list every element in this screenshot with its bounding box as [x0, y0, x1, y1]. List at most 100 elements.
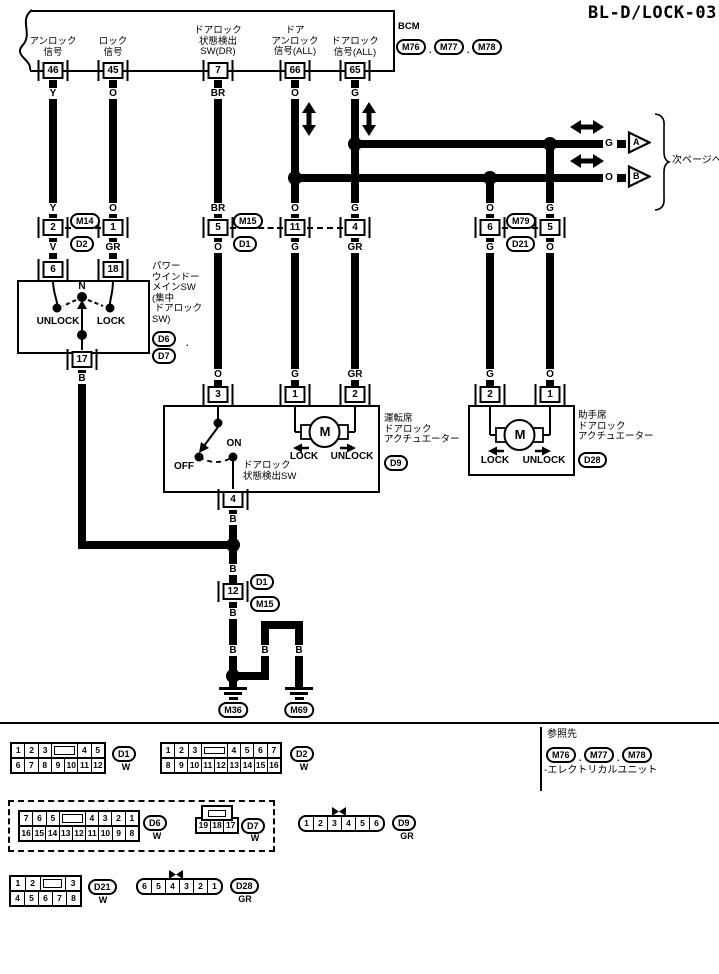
pin-46: 46: [37, 60, 69, 81]
wire-color-label: O: [289, 203, 301, 214]
wire-color-label: B: [76, 373, 88, 384]
separator-dot: .: [429, 45, 432, 55]
connector-color: W: [121, 762, 131, 772]
wire: [291, 238, 299, 386]
connector-ref-m76: M76: [546, 747, 576, 763]
pin-3-actuator: 3: [202, 384, 234, 405]
connector-ref-d28: D28: [578, 452, 607, 468]
connector-ref-d1: D1: [250, 574, 274, 590]
pin-1-actuator: 1: [279, 384, 311, 405]
switch-position-n: N: [78, 281, 86, 292]
connector-ref-d6: D6: [143, 815, 167, 831]
connector-key: [201, 805, 233, 821]
pin-7: 7: [202, 60, 234, 81]
bcm-pin-label: ロック 信号: [98, 36, 128, 58]
driver-actuator-internals: [194, 405, 356, 489]
ground-icon: [219, 687, 247, 702]
separator-dot: .: [186, 338, 189, 348]
bcm-pin-label: ドア アンロック 信号(ALL): [271, 25, 319, 57]
wire-color-label: O: [212, 369, 224, 380]
reference-note: -エレクトリカルユニット: [544, 765, 658, 776]
next-page-label: 次ページへ: [672, 155, 719, 166]
wire: [49, 80, 57, 218]
connector-color: W: [250, 833, 260, 843]
wire-color-label: B: [227, 564, 239, 575]
connector-ref-d9: D9: [392, 815, 416, 831]
wire-color-label: G: [349, 88, 361, 99]
connector-ref-d9: D9: [384, 455, 408, 471]
wire-color-label: G: [289, 242, 301, 253]
wire-color-label: Y: [47, 203, 59, 214]
wire: [214, 80, 222, 218]
wire-color-label: G: [484, 369, 496, 380]
pw-switch-label: パワー ウインドー メインSW (集中 ドアロック SW): [152, 261, 203, 325]
connector-ref-m78: M78: [472, 39, 502, 55]
passenger-actuator-label: 助手席 ドアロック アクチュエーター: [578, 410, 654, 442]
wire-color-label: GR: [103, 242, 123, 253]
connector-ref-d1: D1: [233, 236, 257, 252]
junction-dot: [348, 137, 362, 151]
passenger-door-lock-actuator-box: [468, 405, 575, 476]
wire-color-label: G: [289, 369, 301, 380]
splice-icon: [169, 870, 183, 879]
pin-5-m15: 5: [202, 217, 234, 238]
next-page-connector-a: A: [627, 130, 653, 155]
wire: [109, 80, 117, 218]
connector-ref-m15: M15: [250, 596, 280, 612]
wire-color-label: G: [349, 203, 361, 214]
junction-dot: [226, 538, 240, 552]
page-title: BL-D/LOCK-03: [588, 3, 717, 23]
connector-ref-d21: D21: [506, 236, 535, 252]
connector-ref-d21: D21: [88, 879, 117, 895]
connector-key: [60, 812, 86, 825]
pin-12: 12: [217, 581, 249, 602]
door-lock-state-sw-label: ドアロック 状態検出SW: [243, 460, 297, 482]
junction-dot: [288, 171, 302, 185]
wire-color-label: B: [293, 645, 305, 656]
pin-65: 65: [339, 60, 371, 81]
wire-color-label: GR: [345, 242, 365, 253]
connector-ref-d7: D7: [241, 818, 265, 834]
wire-color-label: O: [107, 88, 119, 99]
wire-color-label: O: [544, 242, 556, 253]
unlock-direction-label: UNLOCK: [330, 451, 374, 462]
next-page-connector-b: B: [627, 164, 653, 189]
connector-ref-m76: M76: [396, 39, 426, 55]
wire: [229, 602, 237, 676]
wire: [617, 140, 626, 148]
both-direction-arrow-icon: [302, 102, 316, 136]
both-direction-arrow-icon: [570, 120, 604, 134]
wire: [351, 238, 359, 386]
connector-ref-m79: M79: [506, 213, 536, 229]
wire: [78, 541, 238, 549]
bcm-label: BCM: [398, 21, 420, 32]
switch-position-off: OFF: [174, 461, 194, 472]
wire: [229, 510, 237, 549]
wire-color-label: B: [259, 645, 271, 656]
wire-color-label: O: [289, 88, 301, 99]
connector-ref-m77: M77: [434, 39, 464, 55]
connector-link-dashed: [307, 227, 343, 229]
wire-color-label: O: [484, 203, 496, 214]
motor-label: M: [514, 427, 526, 442]
pin-5-m79: 5: [534, 217, 566, 238]
pin-6-m79: 6: [474, 217, 506, 238]
wire-color-label: G: [544, 203, 556, 214]
wire: [261, 621, 303, 629]
bcm-pin-label: ドアロック 状態検出 SW(DR): [194, 25, 242, 57]
ground-ref-m36: M36: [218, 702, 248, 718]
pin-4: 4: [339, 217, 371, 238]
connector-key: [41, 877, 67, 890]
pin-6-pw: 6: [37, 259, 69, 280]
connector-ref-m77: M77: [584, 747, 614, 763]
wire-color-label: O: [107, 203, 119, 214]
pin-18-pw: 18: [97, 259, 129, 280]
connector-ref-d1: D1: [112, 746, 136, 762]
connector-ref-m15: M15: [233, 213, 263, 229]
splice-icon: [332, 807, 346, 816]
ground-icon: [285, 687, 313, 702]
